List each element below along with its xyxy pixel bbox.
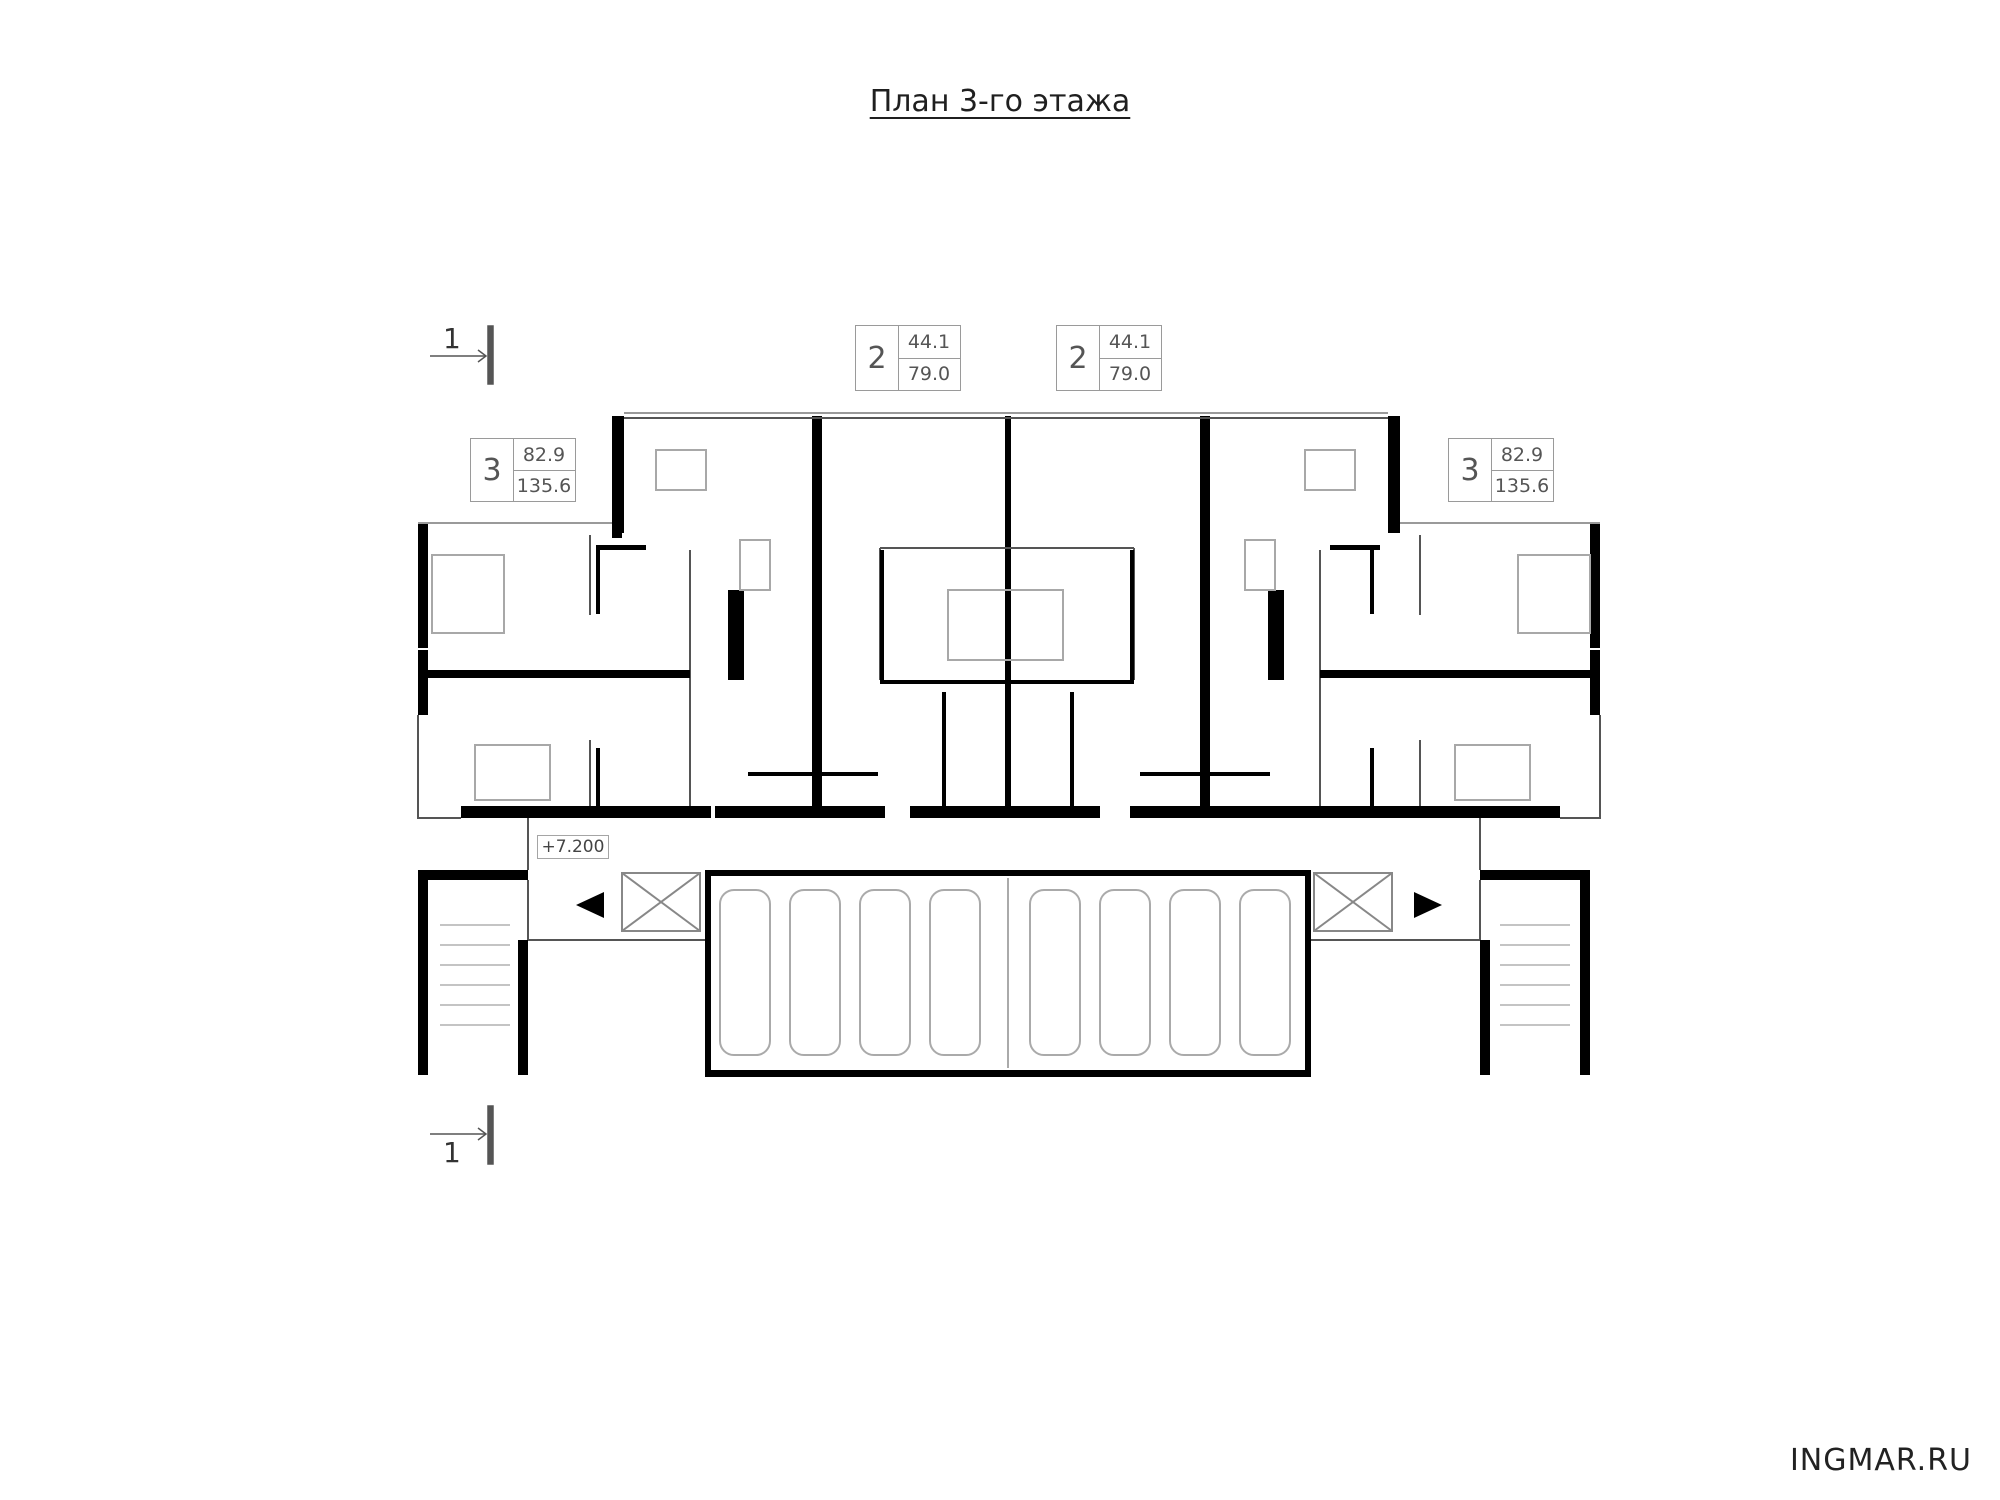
unit-living-area: 44.1 [1099, 326, 1161, 359]
unit-total-area: 135.6 [1494, 474, 1550, 497]
direction-arrows [576, 892, 1442, 918]
furniture [431, 449, 1591, 801]
plan-title: План 3-го этажа [869, 84, 1131, 119]
unit-living-area: 82.9 [1491, 439, 1553, 471]
watermark: INGMAR.RU [1789, 1443, 1972, 1478]
unit-label-left-3room: 3 82.9 135.6 [470, 438, 576, 502]
unit-rooms: 2 [856, 326, 899, 390]
unit-total-area: 79.0 [907, 363, 951, 385]
unit-total-area: 135.6 [516, 474, 572, 497]
arrow-right-icon [1414, 892, 1442, 918]
unit-rooms: 3 [1449, 439, 1492, 501]
unit-label-2room-b: 2 44.1 79.0 [1056, 325, 1162, 391]
stairs [440, 924, 1570, 1026]
unit-label-right-3room: 3 82.9 135.6 [1448, 438, 1554, 502]
parking-cars [719, 878, 1291, 1068]
arrow-left-icon [576, 892, 604, 918]
unit-total-area: 79.0 [1108, 363, 1152, 385]
section-label-top: 1 [443, 322, 461, 355]
elevators [621, 872, 1393, 932]
windows [418, 412, 1600, 524]
unit-rooms: 2 [1057, 326, 1100, 390]
unit-living-area: 82.9 [513, 439, 575, 471]
level-mark: +7.200 [537, 835, 609, 859]
unit-rooms: 3 [471, 439, 514, 501]
section-label-bottom: 1 [443, 1136, 461, 1169]
unit-living-area: 44.1 [898, 326, 960, 359]
outer-walls [418, 416, 1600, 1077]
section-marks [430, 325, 494, 1165]
partition-walls [428, 545, 1590, 808]
unit-label-2room-a: 2 44.1 79.0 [855, 325, 961, 391]
